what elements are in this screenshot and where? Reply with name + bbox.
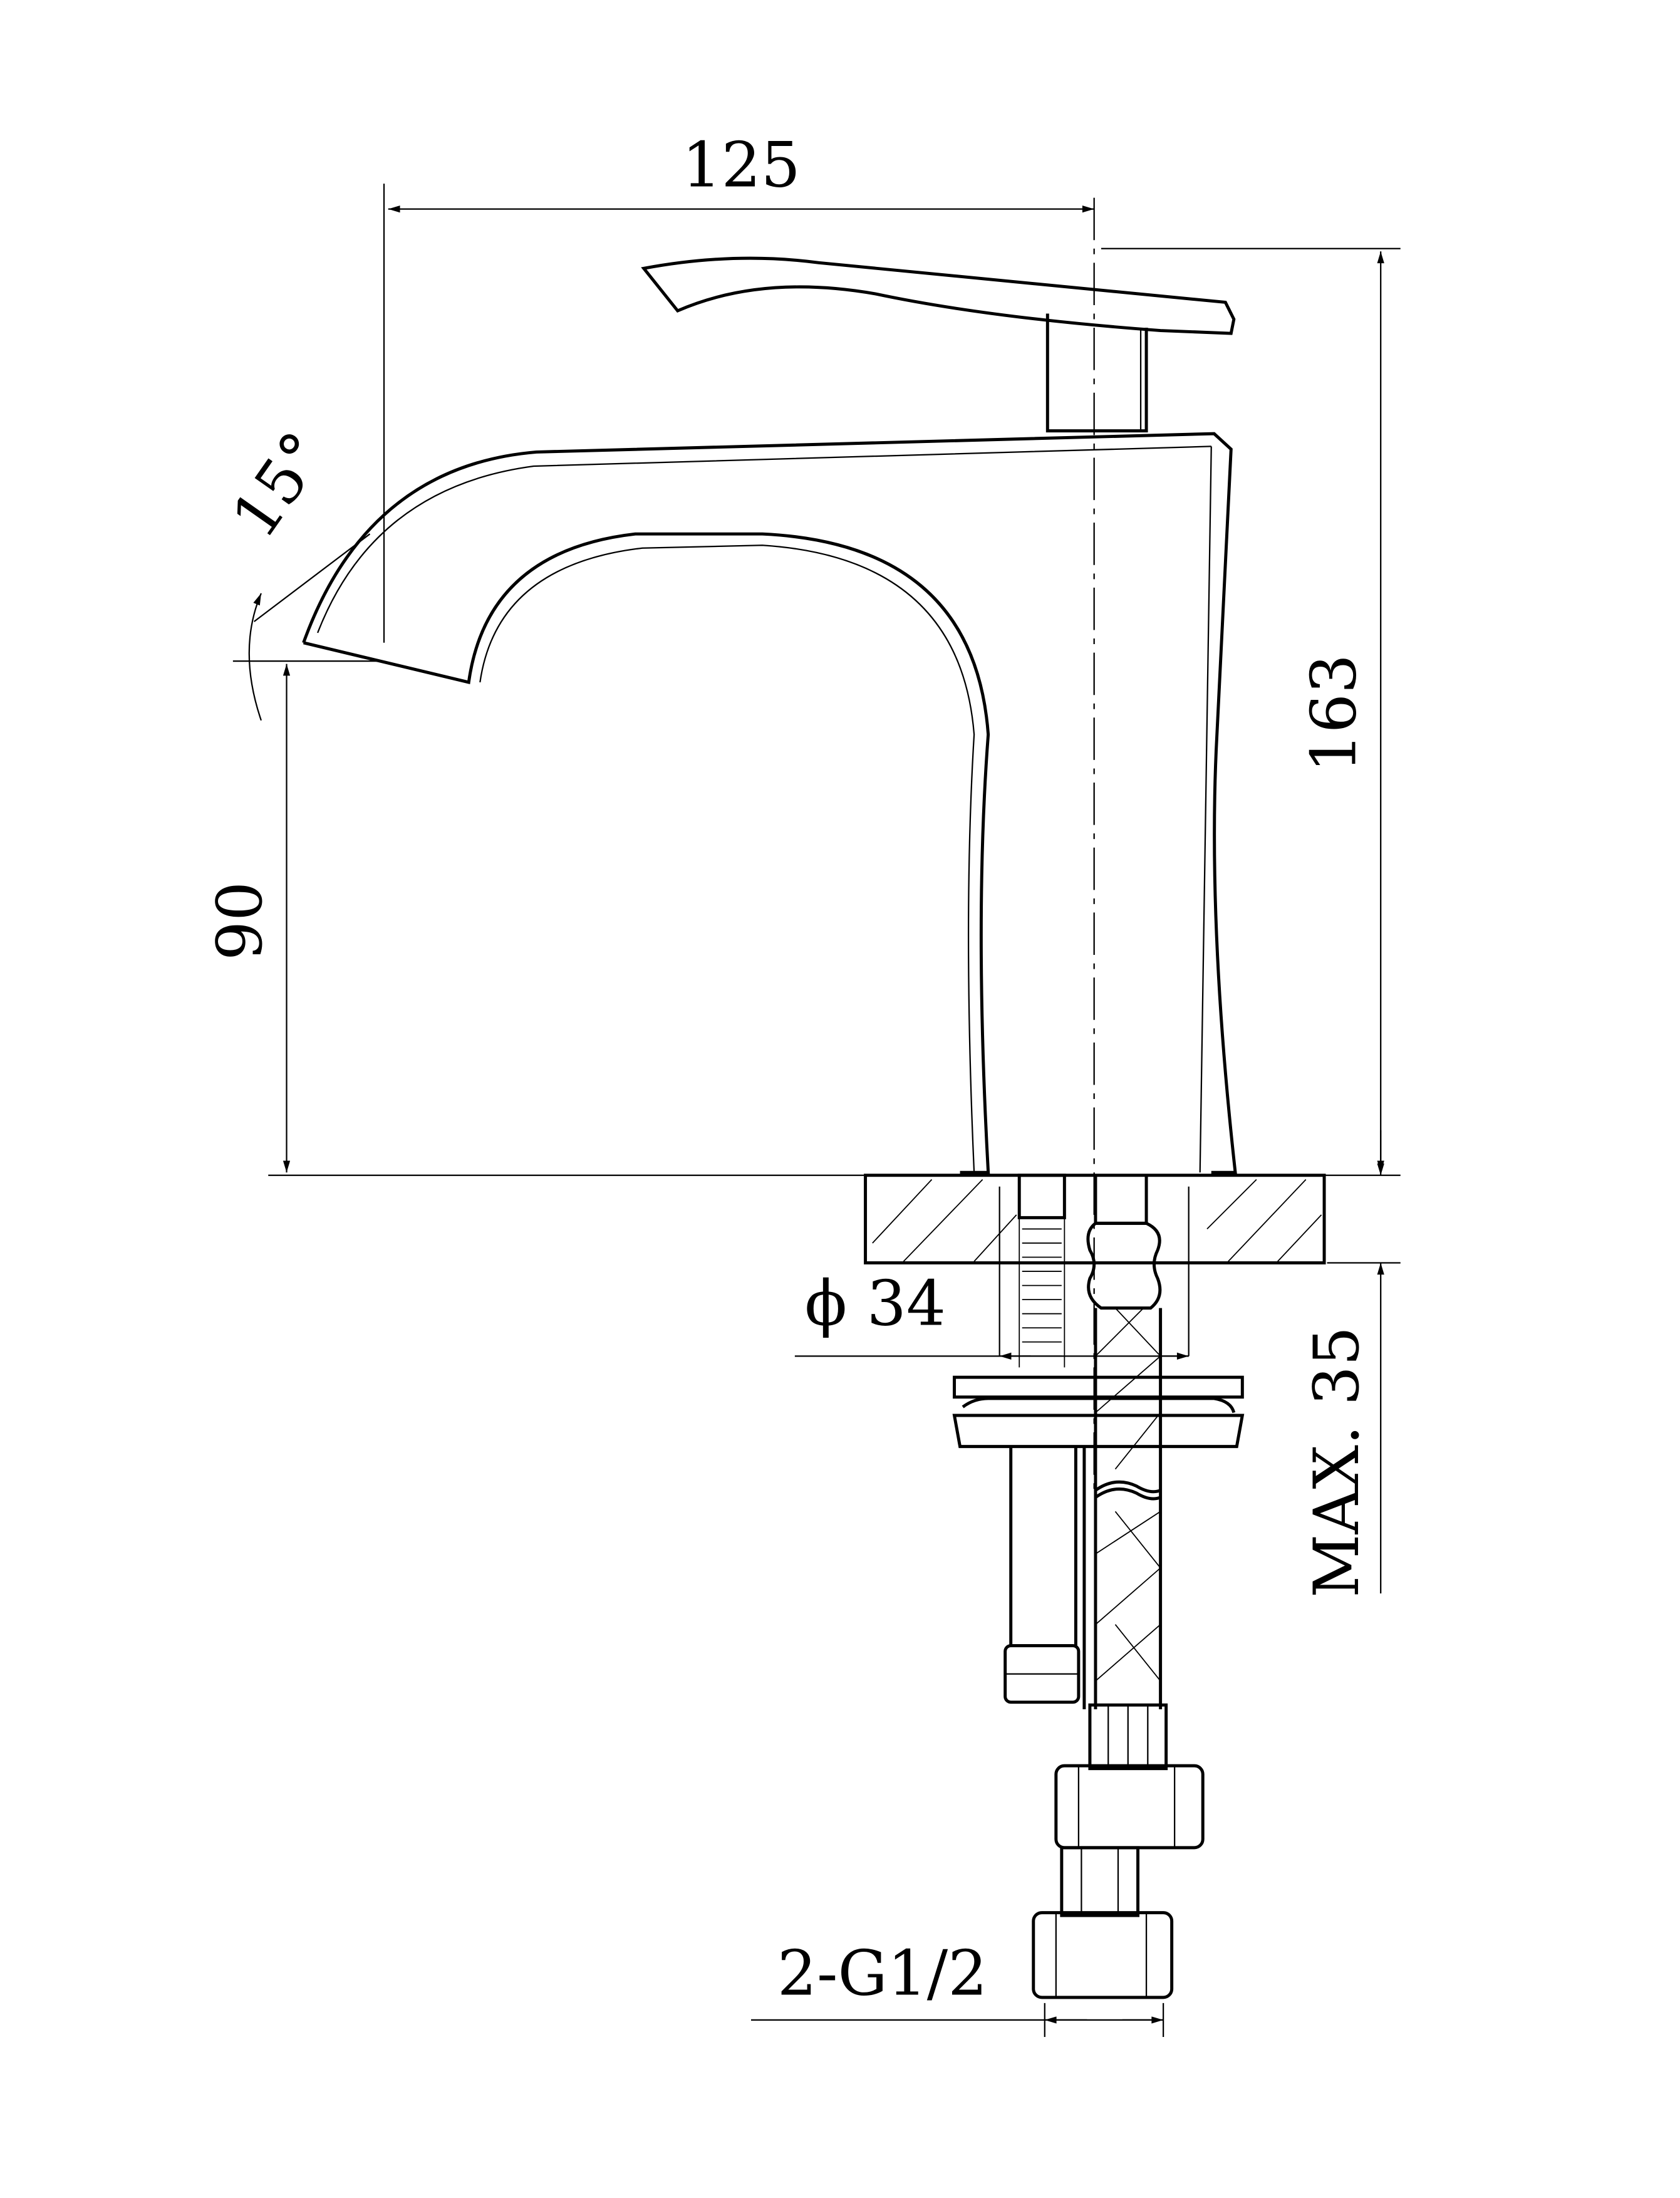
dimension-label-reach: 125 <box>682 130 801 202</box>
dimension-label-deck-thickness: MAX. 35 <box>1301 1326 1373 1598</box>
dimension-deck-thickness: MAX. 35 <box>1301 1130 1401 1598</box>
dimension-label-angle: 15° <box>218 419 340 551</box>
dimension-connection: 2-G1/2 <box>751 1937 1164 2037</box>
hose-assembly <box>1003 1308 1205 1999</box>
spout-body <box>302 432 1237 1174</box>
dimension-label-spout-height: 90 <box>204 882 276 961</box>
dimension-height: 163 <box>1101 247 1401 1176</box>
dimension-hole-diameter: ϕ 34 <box>794 1186 1190 1360</box>
dimension-label-connection: 2-G1/2 <box>777 1937 987 2009</box>
dimension-spout-height: 90 <box>204 660 864 1176</box>
dimension-reach: 125 <box>383 130 1094 643</box>
dimension-label-height: 163 <box>1299 654 1371 773</box>
lever-handle <box>641 256 1236 433</box>
mounting-washer <box>952 1375 1245 1449</box>
dimension-angle: 15° <box>218 419 371 721</box>
deck-section <box>864 1174 1326 1368</box>
dimension-label-hole-diameter: ϕ 34 <box>805 1268 946 1340</box>
